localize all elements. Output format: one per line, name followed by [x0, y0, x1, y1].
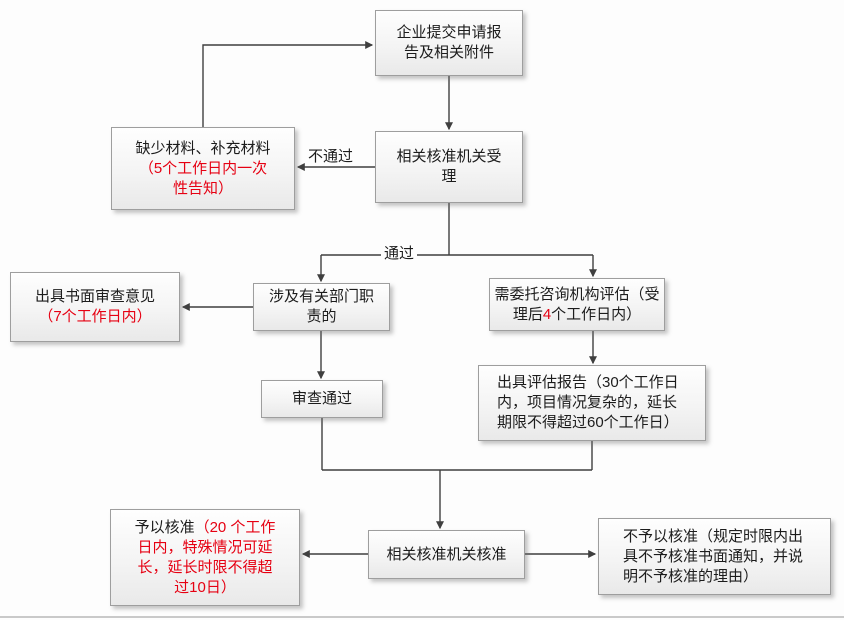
node-approved-label: 予以核准（20 个工作日内，特殊情况可延长，延长时限不得超过10日）	[111, 518, 299, 598]
entrust-text-pre: 需委托咨询机构评估（受理后	[494, 285, 660, 323]
node-approved: 予以核准（20 个工作日内，特殊情况可延长，延长时限不得超过10日）	[110, 509, 300, 606]
node-entrust-evaluation: 需委托咨询机构评估（受理后4个工作日内）	[489, 278, 665, 331]
node-evaluation-report: 出具评估报告（30个工作日内，项目情况复杂的，延长期限不得超过60个工作日）	[478, 365, 706, 441]
node-entrust-evaluation-label: 需委托咨询机构评估（受理后4个工作日内）	[490, 285, 664, 325]
node-review-passed: 审查通过	[261, 380, 383, 418]
approved-deadline-text: （20 个工作日内，特殊情况可延长，延长时限不得超过10日）	[137, 518, 276, 596]
review-opinion-deadline-text: （7个工作日内）	[38, 308, 152, 325]
node-not-approved: 不予以核准（规定时限内出具不予核准书面通知，并说明不予核准的理由）	[598, 518, 831, 595]
node-authority-approval: 相关核准机关核准	[368, 530, 525, 579]
missing-materials-text: 缺少材料、补充材料	[135, 139, 271, 157]
node-authority-acceptance-label: 相关核准机关受理	[396, 148, 502, 185]
node-dept-responsibilities-label: 涉及有关部门职责的	[268, 288, 374, 325]
edge-label-not-pass: 不通过	[308, 148, 354, 165]
node-authority-acceptance: 相关核准机关受理	[375, 131, 523, 203]
node-evaluation-report-label: 出具评估报告（30个工作日内，项目情况复杂的，延长期限不得超过60个工作日）	[497, 374, 679, 431]
node-not-approved-label: 不予以核准（规定时限内出具不予核准书面通知，并说明不予核准的理由）	[623, 527, 804, 585]
node-written-review-opinion: 出具书面审查意见 （7个工作日内）	[10, 272, 180, 342]
entrust-text-post: 个工作日内）	[551, 305, 642, 323]
node-review-passed-label: 审查通过	[291, 390, 352, 407]
node-missing-materials: 缺少材料、补充材料 （5个工作日内一次性告知）	[111, 127, 295, 210]
node-authority-approval-label: 相关核准机关核准	[386, 545, 507, 563]
entrust-days-number: 4	[542, 305, 552, 323]
arrow-missing-to-submit	[202, 41, 374, 127]
bottom-border-line	[0, 616, 844, 618]
missing-materials-deadline-text: （5个工作日内一次性告知）	[138, 159, 268, 197]
node-submit-application: 企业提交申请报告及相关附件	[375, 10, 523, 76]
node-submit-application-label: 企业提交申请报告及相关附件	[396, 24, 502, 61]
node-dept-responsibilities: 涉及有关部门职责的	[253, 283, 390, 331]
approved-text: 予以核准	[134, 518, 195, 536]
review-opinion-text: 出具书面审查意见	[34, 288, 155, 305]
node-missing-materials-label: 缺少材料、补充材料 （5个工作日内一次性告知）	[112, 139, 294, 199]
edge-label-pass: 通过	[381, 245, 418, 263]
node-written-review-opinion-label: 出具书面审查意见 （7个工作日内）	[11, 287, 179, 327]
